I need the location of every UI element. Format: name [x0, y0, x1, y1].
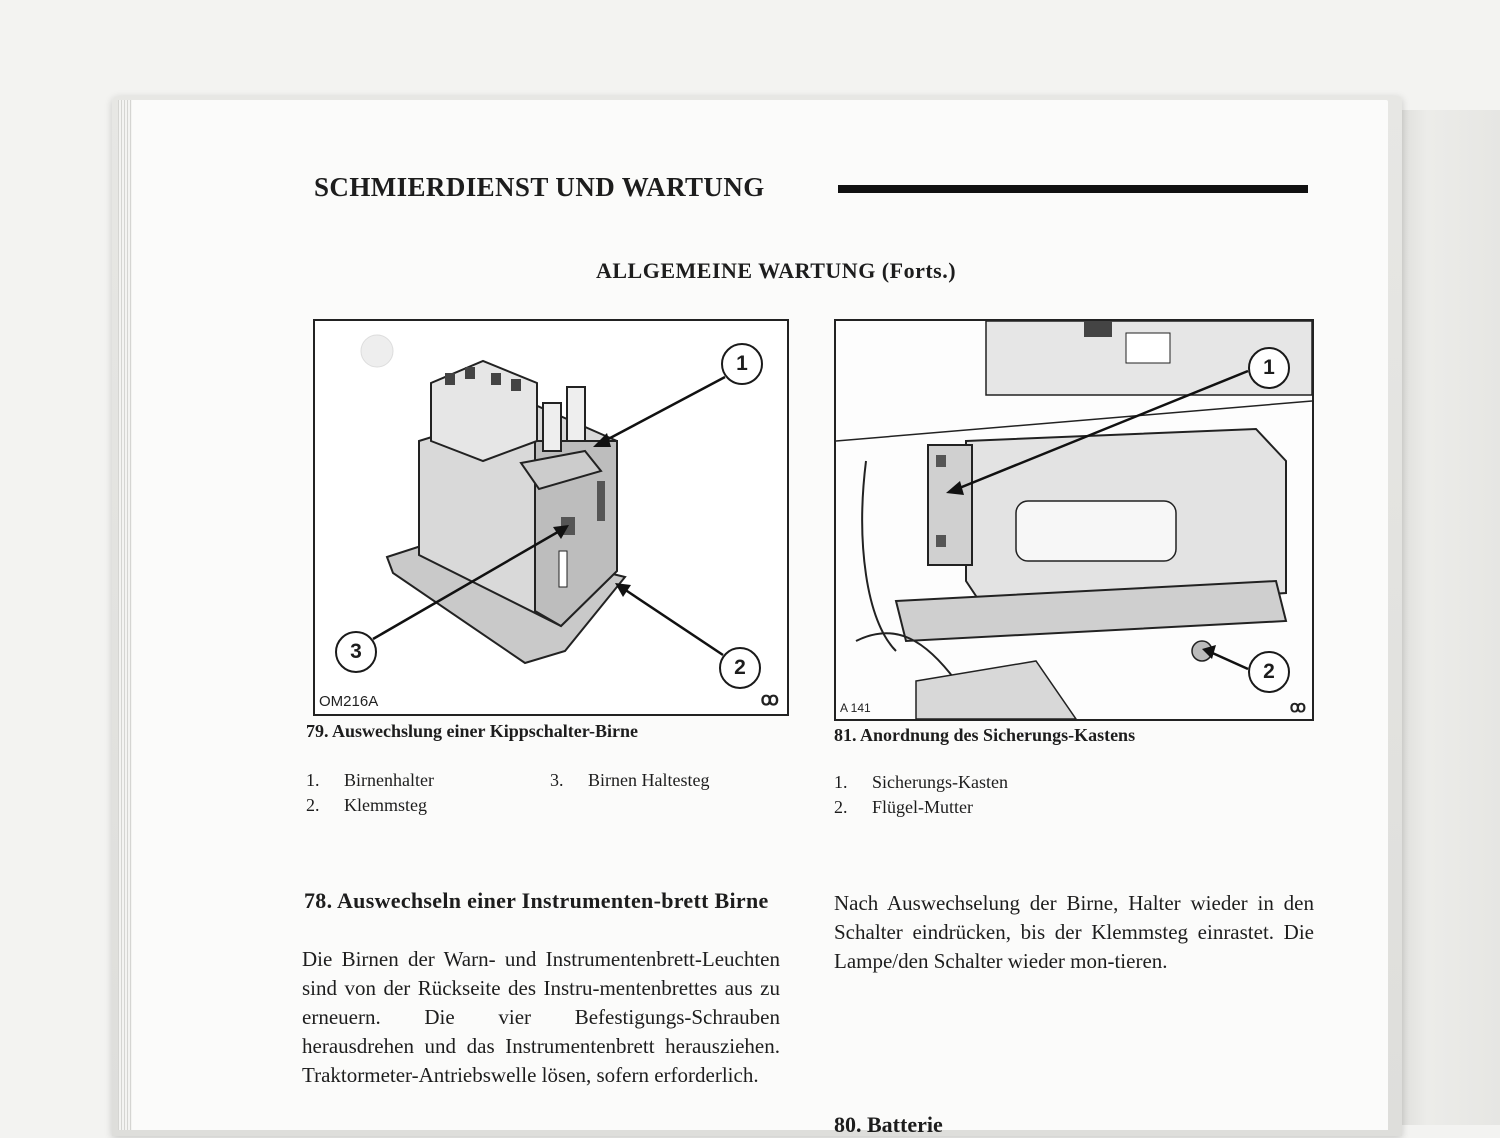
legend-number: 1.: [834, 772, 848, 792]
figure-79-caption: 79. Auswechslung einer Kippschalter-Birn…: [306, 721, 639, 741]
publisher-logo-icon: ꝏ: [1289, 699, 1306, 716]
legend-number: 3.: [550, 770, 564, 790]
callout-2: 2: [719, 647, 761, 689]
figure-79-legend-item-3: 3. Birnen Haltesteg: [550, 768, 709, 793]
figure-81-code: A 141: [840, 701, 871, 715]
chapter-title: SCHMIERDIENST UND WARTUNG: [314, 172, 765, 202]
figure-79-illustration: 1 2 3 OM216A ꝏ: [313, 319, 789, 716]
figure-81-legend-item-2: 2. Flügel-Mutter: [834, 795, 973, 820]
figure-79-code: OM216A: [319, 693, 379, 710]
section-heading: ALLGEMEINE WARTUNG (Forts.): [596, 258, 957, 283]
fuse-box-drawing: [836, 321, 1312, 719]
legend-text: Klemmsteg: [344, 795, 427, 815]
book-spine-background: [1388, 110, 1500, 1125]
figure-81-legend-item-1: 1. Sicherungs-Kasten: [834, 770, 1008, 795]
legend-number: 2.: [834, 797, 848, 817]
legend-text: Flügel-Mutter: [872, 797, 973, 817]
legend-number: 1.: [306, 770, 320, 790]
figure-81-caption: 81. Anordnung des Sicherungs-Kastens: [834, 725, 1136, 745]
figure-79-legend-item-1: 1. Birnenhalter: [306, 768, 434, 793]
callout-3: 3: [335, 631, 377, 673]
page-edges: [118, 100, 132, 1130]
callout-1: 1: [1248, 347, 1290, 389]
article-78-heading: 78. Auswechseln einer Instrumenten-brett…: [304, 888, 769, 913]
callout-1: 1: [721, 343, 763, 385]
article-79-body: Nach Auswechselung der Birne, Halter wie…: [834, 891, 1314, 973]
article-78-body: Die Birnen der Warn- und Instrumentenbre…: [302, 947, 780, 1087]
rocker-switch-drawing: [360, 334, 726, 665]
article-80-heading-cut: 80. Batterie: [834, 1112, 943, 1137]
legend-text: Birnenhalter: [344, 770, 434, 790]
callout-2: 2: [1248, 651, 1290, 693]
legend-text: Sicherungs-Kasten: [872, 772, 1008, 792]
figure-79-legend-item-2: 2. Klemmsteg: [306, 793, 427, 818]
publisher-logo-icon: ꝏ: [760, 689, 779, 709]
legend-number: 2.: [306, 795, 320, 815]
figure-81-illustration: 1 2 A 141 ꝏ: [834, 319, 1314, 721]
legend-text: Birnen Haltesteg: [588, 770, 710, 790]
chapter-title-rule: [838, 185, 1308, 193]
